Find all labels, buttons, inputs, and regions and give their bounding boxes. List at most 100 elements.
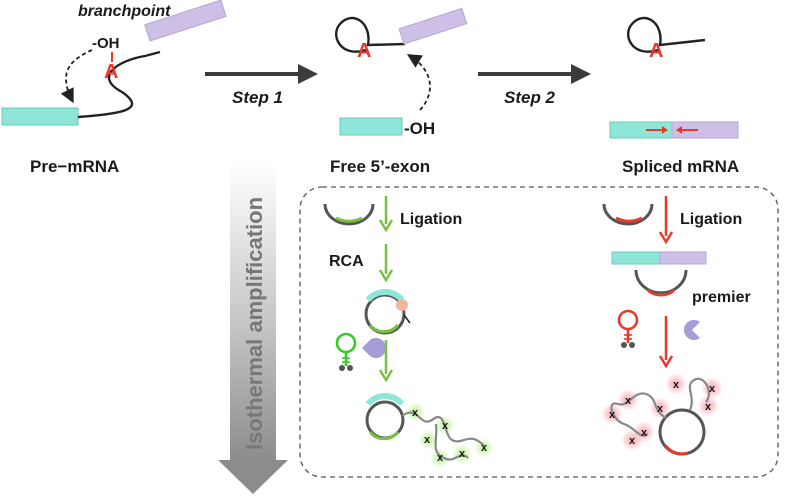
padlock-bound-red <box>646 288 676 297</box>
marker-x: x <box>641 427 648 439</box>
marker-x: x <box>609 409 616 421</box>
rca-product-strand-left <box>401 411 485 447</box>
isothermal-bar: Isothermal amplification <box>218 162 288 494</box>
glow-g6 <box>474 438 494 458</box>
exon5-bar-left <box>1 107 79 126</box>
glow-g5 <box>452 444 472 464</box>
step2-arrowhead <box>571 64 591 84</box>
bound-spliced-exon3 <box>659 251 707 265</box>
branchpoint-label: branchpoint <box>78 3 171 20</box>
rca-product-strand-left-2 <box>434 423 469 461</box>
markers-right: x x x x x x x x <box>609 379 716 447</box>
marker-x: x <box>673 379 680 391</box>
nucleophilic-attack-arrow-left <box>60 49 93 104</box>
molecular-beacon-green <box>335 332 357 371</box>
branch-a-right: A <box>649 40 663 62</box>
detection-box <box>299 186 779 478</box>
beacon-loop-red <box>617 309 639 331</box>
padlock-green-arm <box>335 216 363 223</box>
step1-label: Step 1 <box>232 88 283 107</box>
marker-x: x <box>442 420 449 432</box>
nuclease-pacman-left <box>362 338 386 358</box>
rca-label: RCA <box>329 253 364 270</box>
marker-x: x <box>481 442 488 454</box>
rca-product-strand-right <box>610 392 667 437</box>
bound-spliced-exon5 <box>611 251 661 265</box>
pre-mrna-structure: branchpoint -OH A Pre−mRNA <box>1 0 227 176</box>
lariat-loop-mid <box>335 16 406 53</box>
green-arc-template <box>368 323 400 334</box>
marker-x: x <box>709 383 716 395</box>
spliced-products: A Spliced mRNA <box>609 16 739 176</box>
exon5-bar-mid <box>339 117 403 136</box>
pre-mrna-label: Pre−mRNA <box>30 157 119 176</box>
lariat-intermediate: A -OH Free 5’-exon <box>330 7 468 176</box>
intron-strand-left <box>77 50 161 119</box>
isothermal-label: Isothermal amplification <box>242 197 267 450</box>
glow-r4 <box>621 429 643 451</box>
glow-r6 <box>701 377 723 399</box>
marker-x: x <box>437 452 444 464</box>
marker-x: x <box>412 407 419 419</box>
padlock-bound-right <box>634 269 688 295</box>
nucleophilic-attack-arrow-mid <box>406 54 431 111</box>
marker-x: x <box>705 401 712 413</box>
oh-label-left: -OH <box>92 35 120 52</box>
marker-x: x <box>625 395 632 407</box>
oh-label-mid: -OH <box>404 119 435 138</box>
beacon-quench-red <box>629 342 635 348</box>
glow-g2 <box>418 430 438 450</box>
junction-arrowhead-left <box>676 126 682 134</box>
ligation-arrowhead-left <box>378 219 394 233</box>
marker-x: x <box>459 448 466 460</box>
ligation-arrowhead-right <box>658 231 674 245</box>
spliced-exon3 <box>671 121 739 139</box>
rca-extension-tick <box>403 314 411 324</box>
rca-arrowhead <box>378 269 394 283</box>
marker-x: x <box>424 434 431 446</box>
beacon-arrowhead-red <box>658 355 674 369</box>
padlock-red-arm <box>615 216 643 223</box>
glow-r5 <box>665 373 687 395</box>
step2-arrow-group: Step 2 <box>478 64 591 107</box>
free-exon-label: Free 5’-exon <box>330 157 430 176</box>
rca-exon-arc-left <box>365 392 405 407</box>
branch-a-mid: A <box>357 40 371 62</box>
free-exon-detection: Ligation RCA x x <box>323 196 494 468</box>
beacon-fluor-green <box>339 365 345 371</box>
glow-r7 <box>697 395 719 417</box>
glow-g4 <box>430 448 450 468</box>
rca-green-arc-left <box>368 430 400 441</box>
isothermal-bar-arrowhead <box>218 460 288 494</box>
padlock-probe-left <box>323 203 375 226</box>
beacon-arrowhead-green <box>378 369 394 383</box>
exon3-bar-mid <box>398 7 468 45</box>
rca-product-strand-right-2 <box>688 377 710 411</box>
lariat-loop-right <box>627 16 706 53</box>
step1-arrowhead <box>298 64 318 84</box>
step1-arrow-group: Step 1 <box>205 64 318 107</box>
bound-exon-arc <box>365 288 405 303</box>
beacon-loop-green <box>335 332 357 354</box>
markers-left: x x x x x x <box>412 407 488 464</box>
marker-x: x <box>657 403 664 415</box>
padlock-probe-right <box>602 203 654 226</box>
rca-red-arc-right <box>664 445 689 456</box>
nuclease-pacman-right <box>684 320 700 340</box>
junction-arrowhead-right <box>662 126 668 134</box>
molecular-beacon-red <box>617 309 639 348</box>
step2-label: Step 2 <box>504 88 556 107</box>
exon3-bar-left <box>144 0 227 42</box>
branch-a-left: A <box>104 61 118 83</box>
premier-label: premier <box>692 289 751 306</box>
beacon-quench-green <box>347 365 353 371</box>
ligation-label-right: Ligation <box>680 211 742 228</box>
spliced-mrna-detection: Ligation premier x x x <box>601 196 751 456</box>
ligation-label-left: Ligation <box>400 211 462 228</box>
marker-x: x <box>629 435 636 447</box>
beacon-fluor-red <box>621 342 627 348</box>
polymerase-dot <box>396 299 408 311</box>
isothermal-bar-body <box>230 162 276 462</box>
spliced-mrna-label: Spliced mRNA <box>622 157 739 176</box>
